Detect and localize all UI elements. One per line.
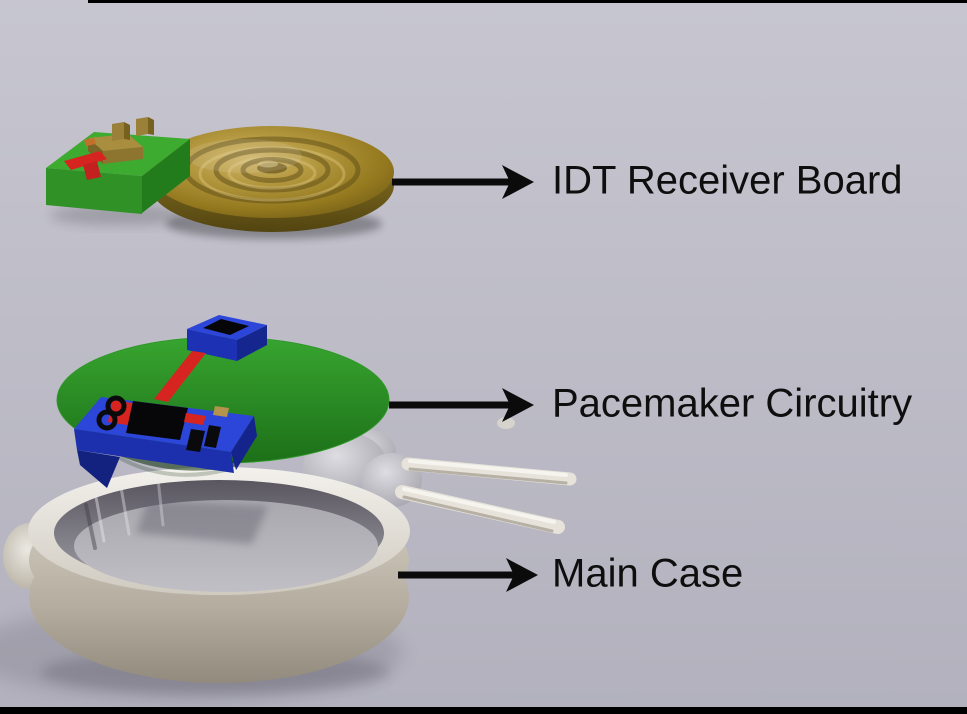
- top-frame-line: [88, 0, 967, 3]
- coil-ring-middle: [213, 147, 331, 193]
- module-front: [187, 329, 237, 361]
- gold-post: [136, 117, 148, 136]
- annotations: IDT Receiver Board Pacemaker Circuitry M…: [389, 159, 912, 596]
- gold-post: [112, 122, 124, 141]
- main-case-assembly: [0, 417, 577, 700]
- bottom-frame-bar: [0, 707, 967, 714]
- lead-upper: [401, 457, 577, 486]
- pcb-shadow: [50, 205, 190, 225]
- receiver-pcb-components: [64, 117, 154, 180]
- arrow-case: [398, 558, 538, 592]
- lead-lower: [395, 485, 565, 534]
- red-trace: [154, 351, 206, 402]
- label-receiver: IDT Receiver Board: [552, 159, 903, 203]
- board-components: [96, 395, 229, 452]
- board-small-component: [213, 406, 229, 417]
- receiver-trace: [64, 151, 107, 170]
- inner-wall-reflections: [84, 477, 165, 550]
- coil-ring-inner: [240, 157, 304, 183]
- label-case: Main Case: [552, 552, 743, 596]
- receiver-pcb-front: [46, 168, 142, 214]
- board-capacitor: [204, 425, 221, 448]
- board-coil-ring: [105, 395, 127, 417]
- module-side: [237, 325, 267, 361]
- board-front: [74, 429, 234, 473]
- circuitry-assembly: [56, 315, 390, 488]
- label-circuitry: Pacemaker Circuitry: [552, 382, 912, 426]
- board-side: [231, 416, 257, 470]
- arrowhead: [502, 388, 534, 422]
- pacemaker-board: [74, 395, 257, 488]
- board-capacitor: [186, 429, 205, 452]
- pacing-leads: [395, 417, 577, 534]
- telemetry-module: [187, 315, 267, 361]
- receiver-assembly: [46, 117, 394, 239]
- receiver-pcb-side: [142, 139, 190, 213]
- lead-tip-nub: [497, 417, 515, 429]
- board-coil-ring: [96, 409, 118, 431]
- board-main-chip: [126, 401, 188, 440]
- floor-shadow: [136, 500, 268, 544]
- arrow-receiver: [392, 165, 534, 199]
- module-chip: [203, 319, 249, 335]
- board-underside: [77, 450, 120, 488]
- receiver-coil: [150, 126, 394, 232]
- arrow-circuitry: [389, 388, 534, 422]
- arrowhead: [502, 165, 534, 199]
- arrowhead: [506, 558, 538, 592]
- receiver-pcb: [46, 117, 190, 214]
